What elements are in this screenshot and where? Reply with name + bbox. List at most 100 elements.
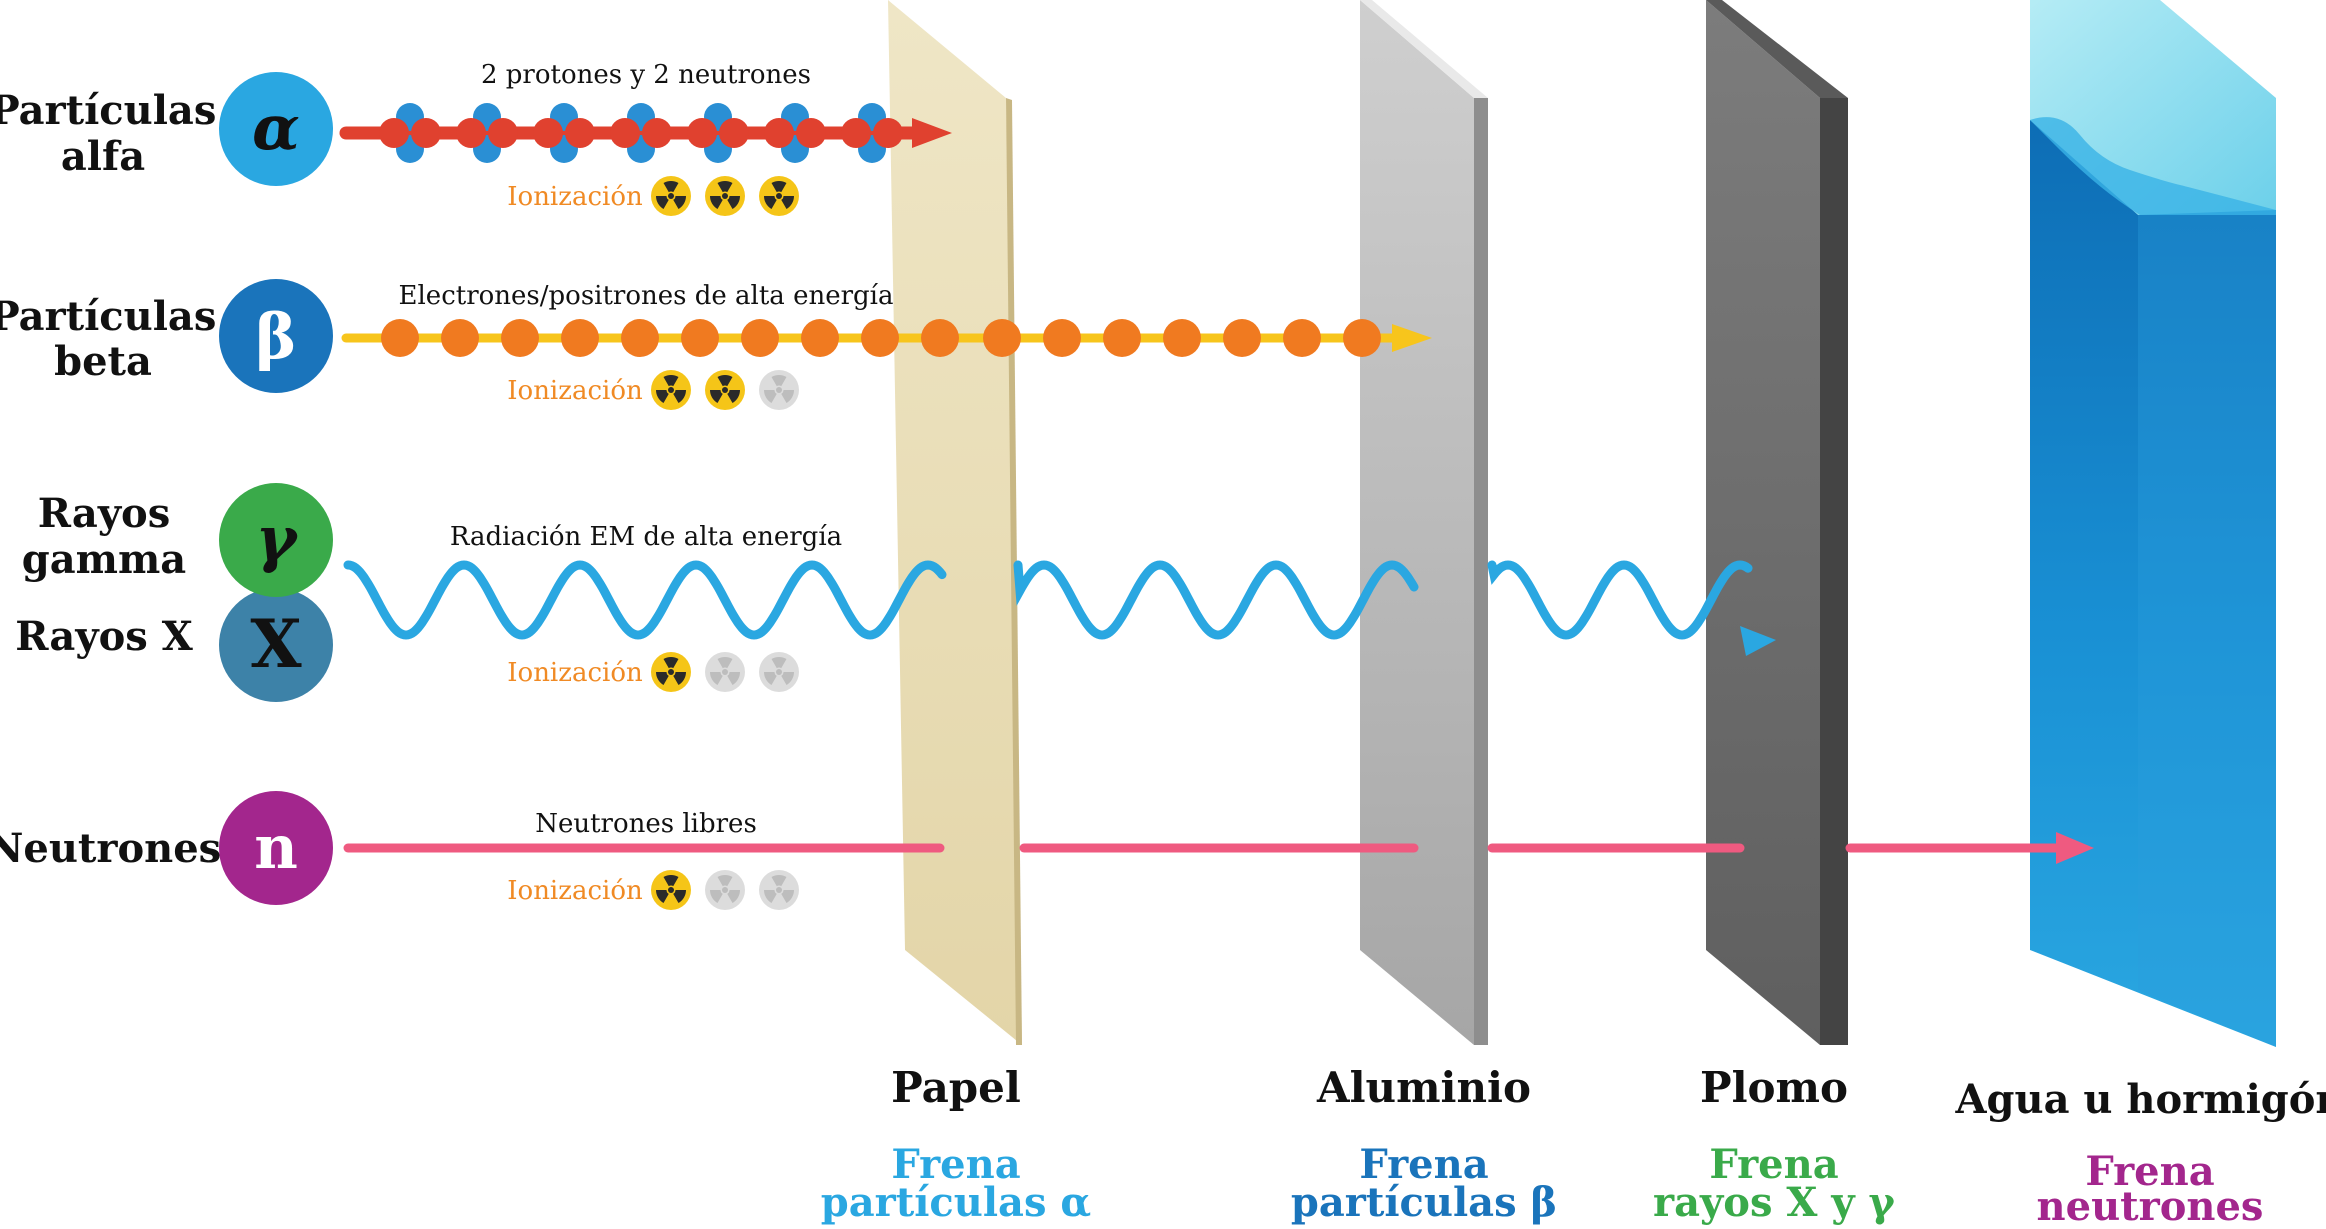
proton-ball [796,118,826,148]
radiation-icon [651,870,691,910]
radiation-icon [759,176,799,216]
barrier-stops-water-line2: neutrones [2037,1183,2264,1229]
alpha-cluster [687,103,749,163]
barrier-stops-aluminum-line1: Frena [1359,1141,1488,1188]
radiation-icon [705,176,745,216]
proton-ball [456,118,486,148]
barrier-stops-lead-line2: rayos X y γ [1653,1179,1895,1226]
gamma-symbol: γ [256,502,300,575]
neutron-row: n Neutrones Neutrones libres Ionización [0,791,2094,910]
neutron-ionization-label: Ionización [507,876,643,906]
beta-ball [921,319,959,357]
proton-ball [411,118,441,148]
gamma-ionization-label: Ionización [507,658,643,688]
gamma-label-line2: gamma [22,536,186,583]
radiation-icon [759,370,799,410]
alpha-label-line2: alfa [61,133,145,180]
radiation-icon [651,176,691,216]
alpha-cluster [533,103,595,163]
barrier-stops-water-line1: Frena [2085,1148,2214,1195]
proton-ball [841,118,871,148]
barrier-stops-paper-line2: partículas α [821,1179,1091,1226]
proton-ball [379,118,409,148]
beta-ball [441,319,479,357]
proton-ball [687,118,717,148]
barrier-stops-lead-line1: Frena [1709,1141,1838,1188]
beta-ball [801,319,839,357]
beta-ball [1343,319,1381,357]
radiation-icon [705,870,745,910]
neutron-description: Neutrones libres [535,809,757,839]
beta-ball [1223,319,1261,357]
xray-label: Rayos X [15,613,192,660]
proton-ball [873,118,903,148]
proton-ball [488,118,518,148]
beta-ball [681,319,719,357]
em-wave [343,560,1753,640]
alpha-ionization-icons [651,176,799,216]
barrier-stops-paper-line1: Frena [891,1141,1020,1188]
neutron-symbol-circle [219,791,333,905]
barrier-water [2030,0,2276,1047]
radiation-icon [651,370,691,410]
barrier-name-lead: Plomo [1700,1063,1848,1112]
radiation-icon [759,870,799,910]
barrier-labels: Papel Frena partículas α Aluminio Frena … [821,1063,2326,1229]
gamma-ionization-icons [651,652,799,692]
beta-ball [861,319,899,357]
alpha-particle-clusters [379,103,903,163]
barrier-lead [1706,0,1848,1045]
barrier-stops-aluminum-line2: partículas β [1291,1179,1557,1226]
gamma-symbol-circle [219,483,333,597]
alpha-cluster [610,103,672,163]
neutron-ionization-icons [651,870,799,910]
proton-ball [642,118,672,148]
beta-particle-balls [381,319,1381,357]
beta-beam-arrowhead [1392,324,1432,352]
alpha-symbol: α [252,91,300,164]
gamma-row: γ X Rayos gamma Rayos X Radiación EM de … [15,483,1776,702]
proton-ball [719,118,749,148]
beta-ball [741,319,779,357]
neutron-label: Neutrones [0,825,221,872]
barrier-name-aluminum: Aluminio [1316,1063,1531,1112]
beta-ball [1103,319,1141,357]
proton-ball [610,118,640,148]
beta-ball [561,319,599,357]
beta-ionization-icons [651,370,799,410]
beta-ball [1283,319,1321,357]
beta-row: β Partículas beta Electrones/positrones … [0,279,1432,410]
proton-ball [764,118,794,148]
neutron-beam-arrowhead [2056,832,2094,864]
alpha-row: α Partículas alfa 2 protones y 2 neutron… [0,60,952,216]
xray-symbol-circle [219,588,333,702]
beta-label-line1: Partículas [0,293,216,340]
beta-ball [621,319,659,357]
gamma-description: Radiación EM de alta energía [450,522,842,552]
beta-symbol-circle [219,279,333,393]
alpha-beam-arrowhead [912,118,952,148]
alpha-label-line1: Partículas [0,87,216,134]
alpha-cluster [379,103,441,163]
neutron-symbol: n [254,813,298,883]
beta-ball [1163,319,1201,357]
xray-symbol: X [250,605,302,683]
beta-ball [1043,319,1081,357]
alpha-symbol-circle [219,72,333,186]
beta-label-line2: beta [54,338,152,385]
radiation-icon [705,652,745,692]
barrier-aluminum [1360,0,1488,1045]
alpha-description: 2 protones y 2 neutrones [481,60,811,90]
proton-ball [533,118,563,148]
em-wave-arrowhead [1740,626,1776,656]
barrier-name-paper: Papel [891,1063,1021,1112]
beta-symbol: β [255,300,296,373]
alpha-ionization-label: Ionización [507,182,643,212]
beta-ball [381,319,419,357]
barrier-name-water: Agua u hormigón [1954,1076,2326,1123]
radiation-icon [705,370,745,410]
alpha-cluster [764,103,826,163]
beta-ball [983,319,1021,357]
alpha-cluster [841,103,903,163]
